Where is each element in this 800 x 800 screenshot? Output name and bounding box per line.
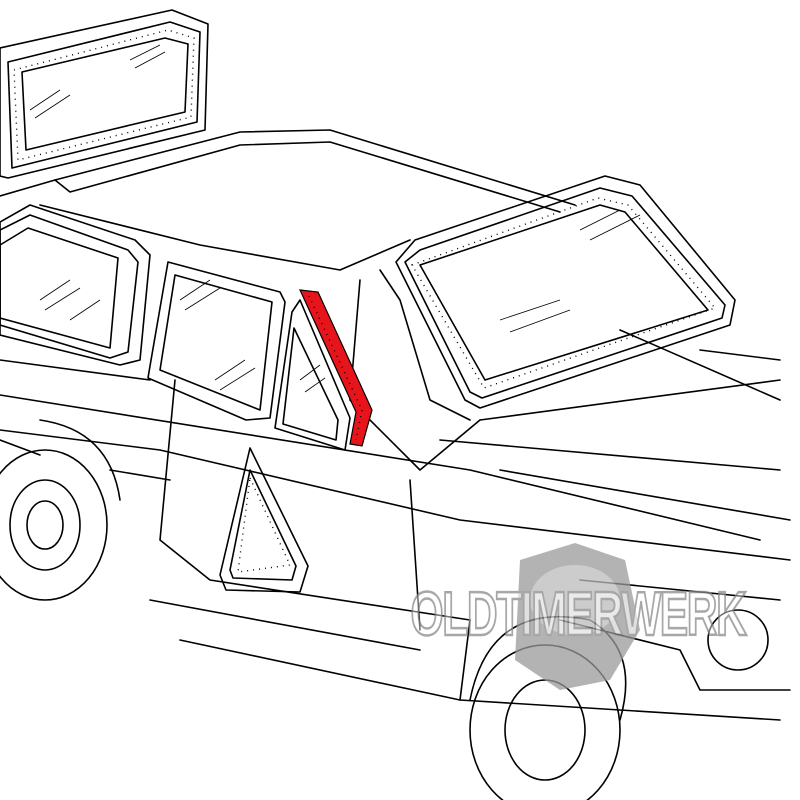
watermark-text: OLDTIMERWERK	[411, 580, 748, 649]
detached-rear-window	[0, 9, 209, 179]
rear-quarter-window	[0, 204, 151, 366]
oldtimerwerk-watermark: OLDTIMERWERK	[409, 543, 750, 690]
front-vent-window	[274, 299, 351, 451]
detached-vent-seal	[219, 447, 309, 593]
highlighted-a-pillar-seal	[299, 289, 373, 447]
rear-door-window	[147, 261, 286, 421]
detached-windshield	[395, 175, 736, 409]
car-body	[0, 129, 791, 800]
